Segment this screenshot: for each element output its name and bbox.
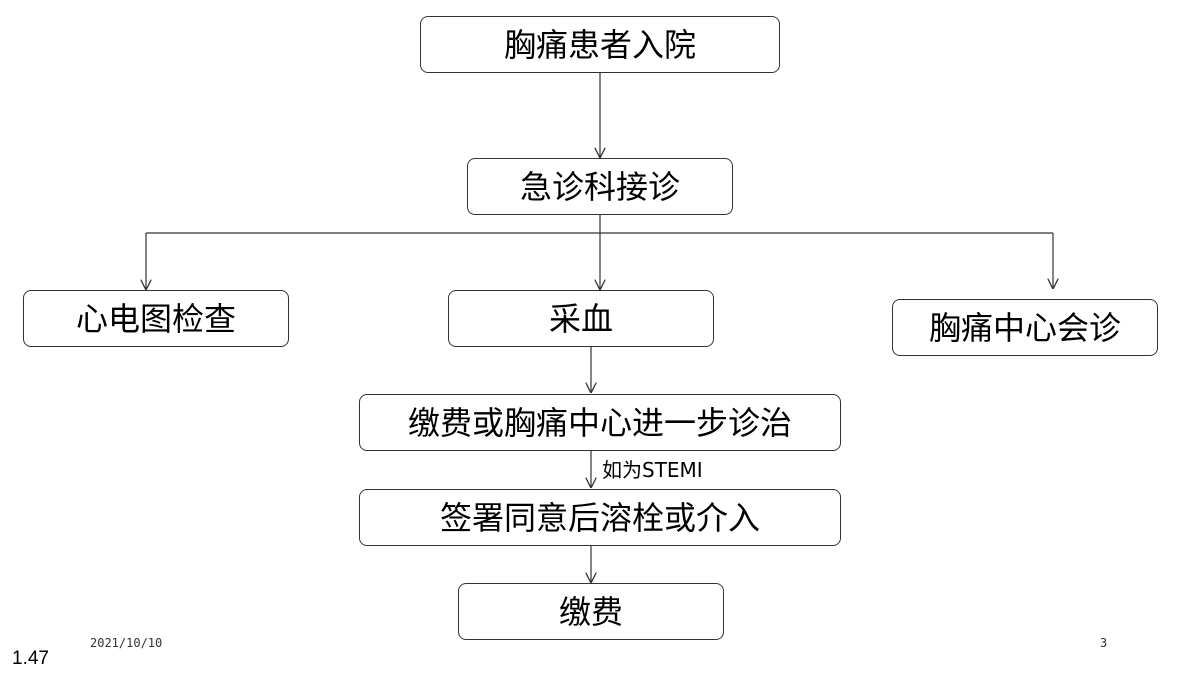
node-consent-label: 签署同意后溶栓或介入 — [439, 498, 760, 537]
node-emergency-label: 急诊科接诊 — [519, 167, 680, 206]
node-consult: 胸痛中心会诊 — [892, 299, 1158, 356]
node-payment-treatment-label: 缴费或胸痛中心进一步诊治 — [407, 403, 792, 442]
node-ecg-label: 心电图检查 — [75, 299, 236, 338]
node-admission-label: 胸痛患者入院 — [503, 25, 696, 64]
node-emergency: 急诊科接诊 — [467, 158, 733, 215]
footer-corner-value: 1.47 — [12, 648, 49, 669]
node-blood-label: 采血 — [548, 299, 613, 338]
node-blood: 采血 — [448, 290, 714, 347]
node-consent: 签署同意后溶栓或介入 — [359, 489, 841, 546]
footer-page-number: 3 — [1100, 636, 1108, 650]
node-payment: 缴费 — [458, 583, 724, 640]
node-payment-label: 缴费 — [558, 592, 623, 631]
footer-date: 2021/10/10 — [90, 636, 163, 650]
node-ecg: 心电图检查 — [23, 290, 289, 347]
node-admission: 胸痛患者入院 — [420, 16, 780, 73]
node-payment-treatment: 缴费或胸痛中心进一步诊治 — [359, 394, 841, 451]
node-consult-label: 胸痛中心会诊 — [928, 308, 1121, 347]
edge-label-stemi: 如为STEMI — [602, 458, 703, 482]
